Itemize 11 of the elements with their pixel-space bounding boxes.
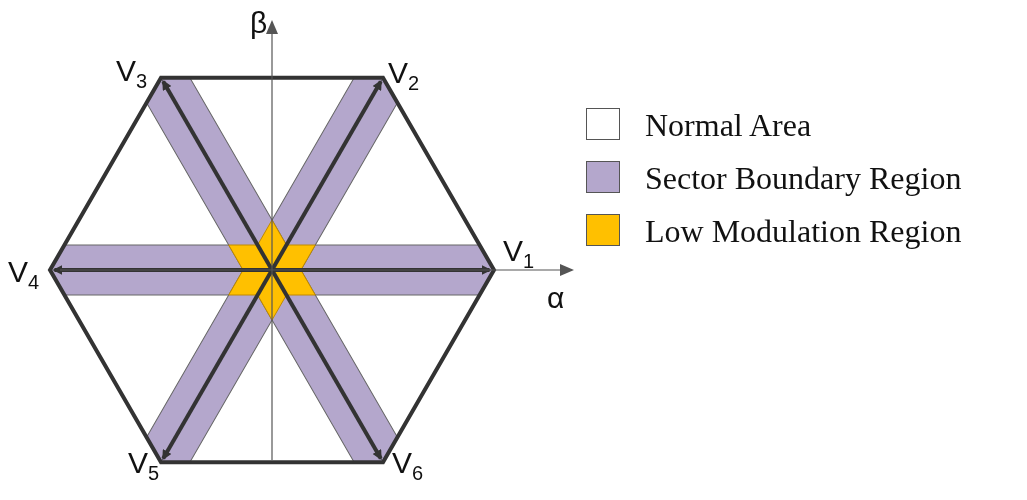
legend-label: Normal Area <box>645 109 812 141</box>
axis-label: V$_{1}$ <box>503 236 535 271</box>
axis-label: β <box>250 8 268 38</box>
axis-label: α <box>547 283 565 313</box>
axis-label: V$_{5}$ <box>128 448 160 483</box>
legend-label: Low Modulation Region <box>645 215 962 247</box>
axis-label: V$_{4}$ <box>8 257 40 292</box>
axis-label: V$_{2}$ <box>388 58 420 93</box>
axis-label: V$_{6}$ <box>392 448 424 483</box>
legend-label: Sector Boundary Region <box>645 162 962 194</box>
axis-label: V$_{3}$ <box>116 56 148 91</box>
